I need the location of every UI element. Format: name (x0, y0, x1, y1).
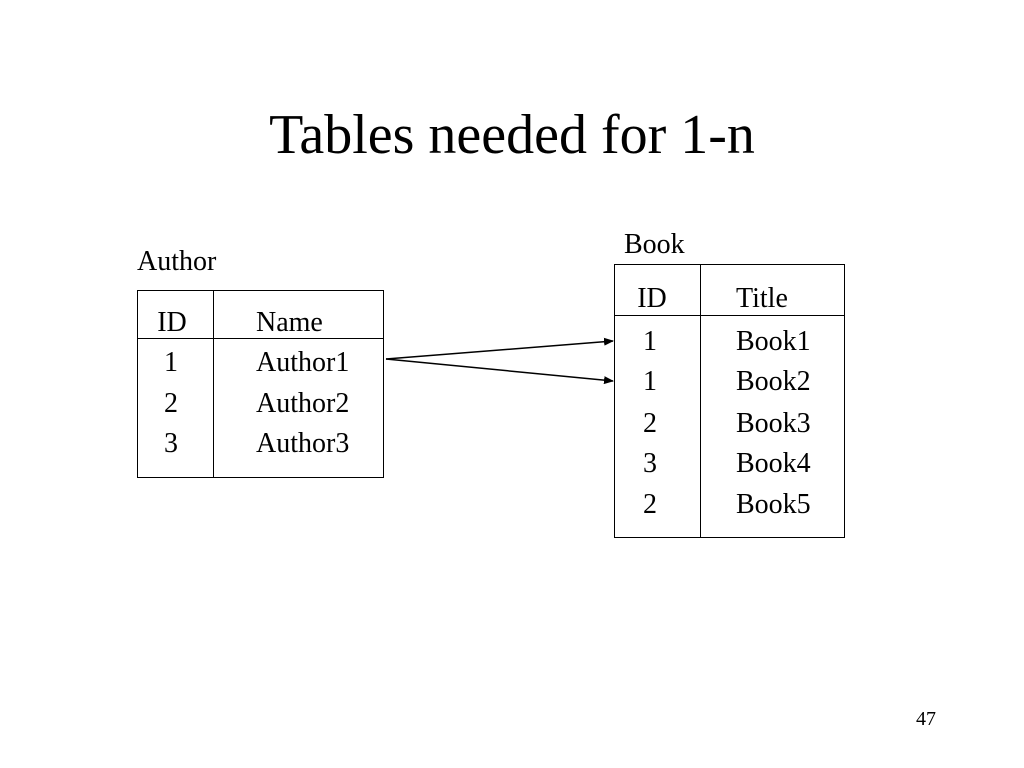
book-row-5-title: Book5 (736, 489, 811, 520)
book-row-2-title: Book2 (736, 366, 811, 397)
slide-number: 47 (916, 708, 936, 730)
book-row-4-id: 3 (643, 448, 657, 479)
book-row-3-id: 2 (643, 408, 657, 439)
book-header-id: ID (637, 283, 667, 314)
book-row-3-title: Book3 (736, 408, 811, 439)
arrow-author1-to-book2 (385, 358, 614, 385)
author-header-id: ID (157, 307, 187, 338)
author-table-label: Author (137, 246, 217, 277)
book-header-title: Title (736, 283, 788, 314)
author-row-3-id: 3 (164, 428, 178, 459)
book-table-label: Book (624, 229, 685, 260)
author-table: ID Name 1 Author1 2 Author2 3 Author3 (137, 290, 384, 478)
book-table: ID Title 1 Book1 1 Book2 2 Book3 3 Book4… (614, 264, 845, 538)
arrow-author1-to-book1 (385, 337, 614, 360)
author-header-divider (138, 338, 383, 339)
book-row-4-title: Book4 (736, 448, 811, 479)
author-header-name: Name (256, 307, 323, 338)
author-row-1-name: Author1 (256, 347, 350, 378)
author-row-2-name: Author2 (256, 388, 350, 419)
book-row-2-id: 1 (643, 366, 657, 397)
author-row-3-name: Author3 (256, 428, 350, 459)
slide-title: Tables needed for 1-n (269, 104, 755, 166)
book-row-5-id: 2 (643, 489, 657, 520)
book-row-1-id: 1 (643, 326, 657, 357)
author-row-1-id: 1 (164, 347, 178, 378)
book-row-1-title: Book1 (736, 326, 811, 357)
author-column-divider (213, 291, 214, 477)
book-column-divider (700, 265, 701, 537)
author-row-2-id: 2 (164, 388, 178, 419)
book-header-divider (615, 315, 844, 316)
